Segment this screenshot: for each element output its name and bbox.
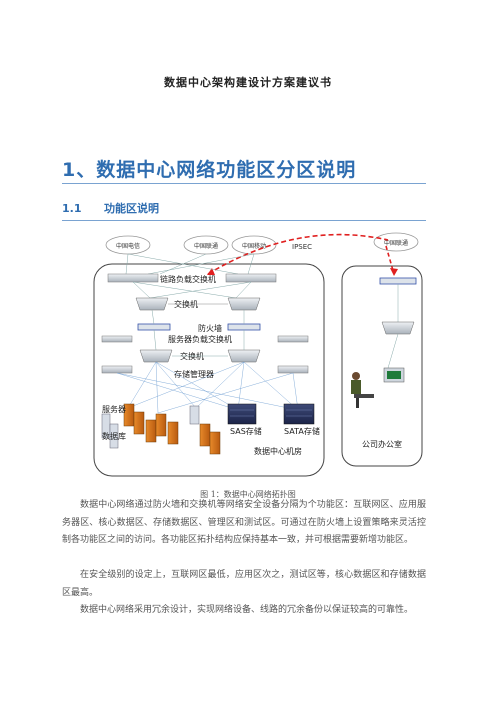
office-workstation-icon (351, 367, 405, 408)
storage-manager-right (277, 365, 309, 374)
sas-storage (227, 403, 257, 425)
isp-label-mobile: 中国移动 (242, 242, 266, 250)
label-sas: SAS存储 (230, 426, 262, 436)
heading-2-rule (62, 220, 426, 221)
label-dc-room: 数据中心机房 (254, 446, 302, 456)
isp-cloud-unicom: 中国联通 (183, 235, 229, 255)
firewall-left (137, 323, 171, 331)
server-lb-left (101, 335, 133, 343)
label-storage-manager: 存储管理器 (174, 369, 214, 379)
link-lb-right (225, 273, 277, 283)
office-boundary (341, 265, 423, 467)
paragraph-2: 在安全级别的设定上，互联网区最低，应用区次之，测试区等，核心数据区和存储数据区最… (62, 570, 426, 598)
heading-1-rule (62, 183, 426, 184)
paragraph-1: 数据中心网络通过防火墙和交换机等网络安全设备分隔为个功能区：互联网区、应用服务器… (62, 500, 426, 545)
heading-1: 1、数据中心网络功能区分区说明 (62, 159, 357, 181)
server-group (101, 403, 221, 455)
office-router (379, 277, 417, 285)
label-servers: 服务器 (102, 404, 126, 414)
paragraph-3: 数据中心网络采用冗余设计，实现网络设备、线路的冗余备份以保证较高的可靠性。 (80, 605, 414, 615)
isp-label-unicom: 中国联通 (194, 242, 218, 250)
ipsec-label: IPSEC (292, 243, 312, 251)
access-switch-right (227, 349, 261, 363)
isp-cloud-office: 中国联通 (373, 232, 419, 252)
document-title: 数据中心架构建设计方案建议书 (164, 76, 332, 89)
ipsec-tunnel-line (207, 233, 389, 275)
label-firewall: 防火墙 (198, 323, 222, 333)
sata-storage (283, 403, 315, 425)
server-lb-right (277, 335, 309, 343)
figure-caption: 图 1：数据中心网络拓扑图 (200, 490, 296, 499)
heading-2-number: 1.1 (62, 202, 82, 215)
isp-cloud-telecom: 中国电信 (105, 235, 151, 255)
core-switch-right (227, 297, 261, 311)
core-switch-left (135, 297, 169, 311)
heading-2: 1.1 功能区说明 (62, 200, 159, 216)
firewall-right (227, 323, 261, 331)
label-sata: SATA存储 (284, 426, 320, 436)
network-topology-diagram: 中国电信 中国联通 中国移动 中国联通 IPSEC 链路负载交换机 交换机 防火… (93, 232, 423, 477)
access-switch-left (139, 349, 173, 363)
isp-label-office: 中国联通 (384, 239, 408, 247)
label-database: 数据库 (102, 431, 126, 441)
link-lb-left (107, 273, 159, 283)
storage-manager-left (101, 365, 133, 374)
label-link-lb: 链路负载交换机 (160, 274, 216, 284)
label-server-lb: 服务器负载交换机 (168, 334, 232, 344)
label-office: 公司办公室 (362, 439, 402, 449)
isp-label-telecom: 中国电信 (116, 242, 140, 250)
office-switch (381, 321, 415, 335)
data-center-boundary (93, 263, 325, 477)
heading-2-text: 功能区说明 (104, 202, 159, 215)
